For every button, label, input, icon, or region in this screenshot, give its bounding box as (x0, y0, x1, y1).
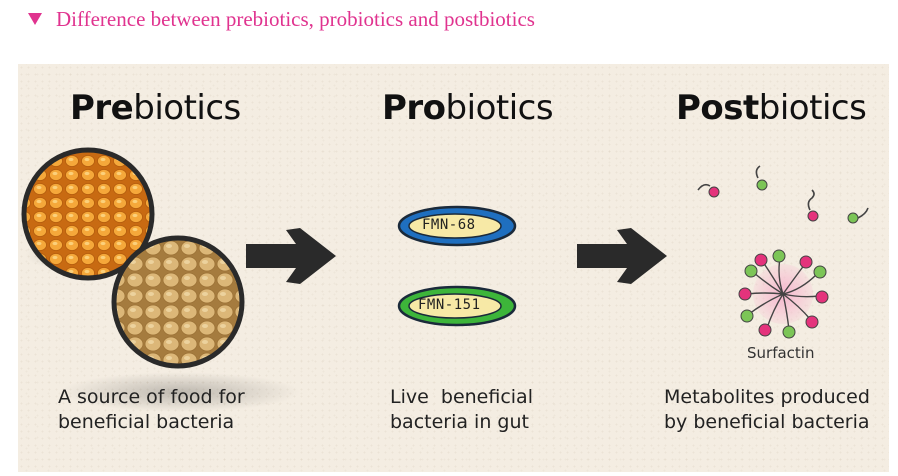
title-bold: Pre (70, 88, 134, 128)
title-rest: biotics (133, 88, 241, 128)
title-bold: Post (676, 88, 759, 128)
prebiotics-caption: A source of food for beneficial bacteria (58, 385, 245, 435)
soybeans-image (60, 235, 300, 412)
postbiotics-title: Postbiotics (676, 88, 867, 128)
postbiotics-caption: Metabolites produced by beneficial bacte… (664, 385, 870, 435)
bacteria-label: FMN-68 (422, 217, 476, 233)
caption-line: bacteria in gut (390, 411, 529, 433)
bacteria-icon (397, 205, 517, 247)
probiotics-title: Probiotics (382, 88, 554, 128)
caption-line: beneficial bacteria (58, 411, 235, 433)
metabolite-particles (697, 165, 869, 219)
arrow-right-icon (577, 228, 667, 284)
bacteria-label: FMN-151 (418, 297, 481, 313)
surfactin-label: Surfactin (747, 344, 815, 362)
surfactin-molecule-icon (738, 249, 829, 339)
caption-line: Metabolites produced (664, 386, 870, 408)
probiotics-caption: Live beneficial bacteria in gut (390, 385, 533, 435)
title-bold: Pro (382, 88, 446, 128)
bacteria-icon (397, 285, 517, 327)
caption-line: Live beneficial (390, 386, 533, 408)
section-header: Difference between prebiotics, probiotic… (28, 4, 535, 34)
prebiotics-title: Prebiotics (70, 88, 241, 128)
arrow-right-icon (246, 228, 336, 284)
triangle-down-icon (28, 13, 42, 25)
title-rest: biotics (758, 88, 867, 128)
caption-line: by beneficial bacteria (664, 411, 870, 433)
title-rest: biotics (445, 88, 554, 128)
caption-line: A source of food for (58, 386, 245, 408)
header-title: Difference between prebiotics, probiotic… (56, 6, 535, 31)
